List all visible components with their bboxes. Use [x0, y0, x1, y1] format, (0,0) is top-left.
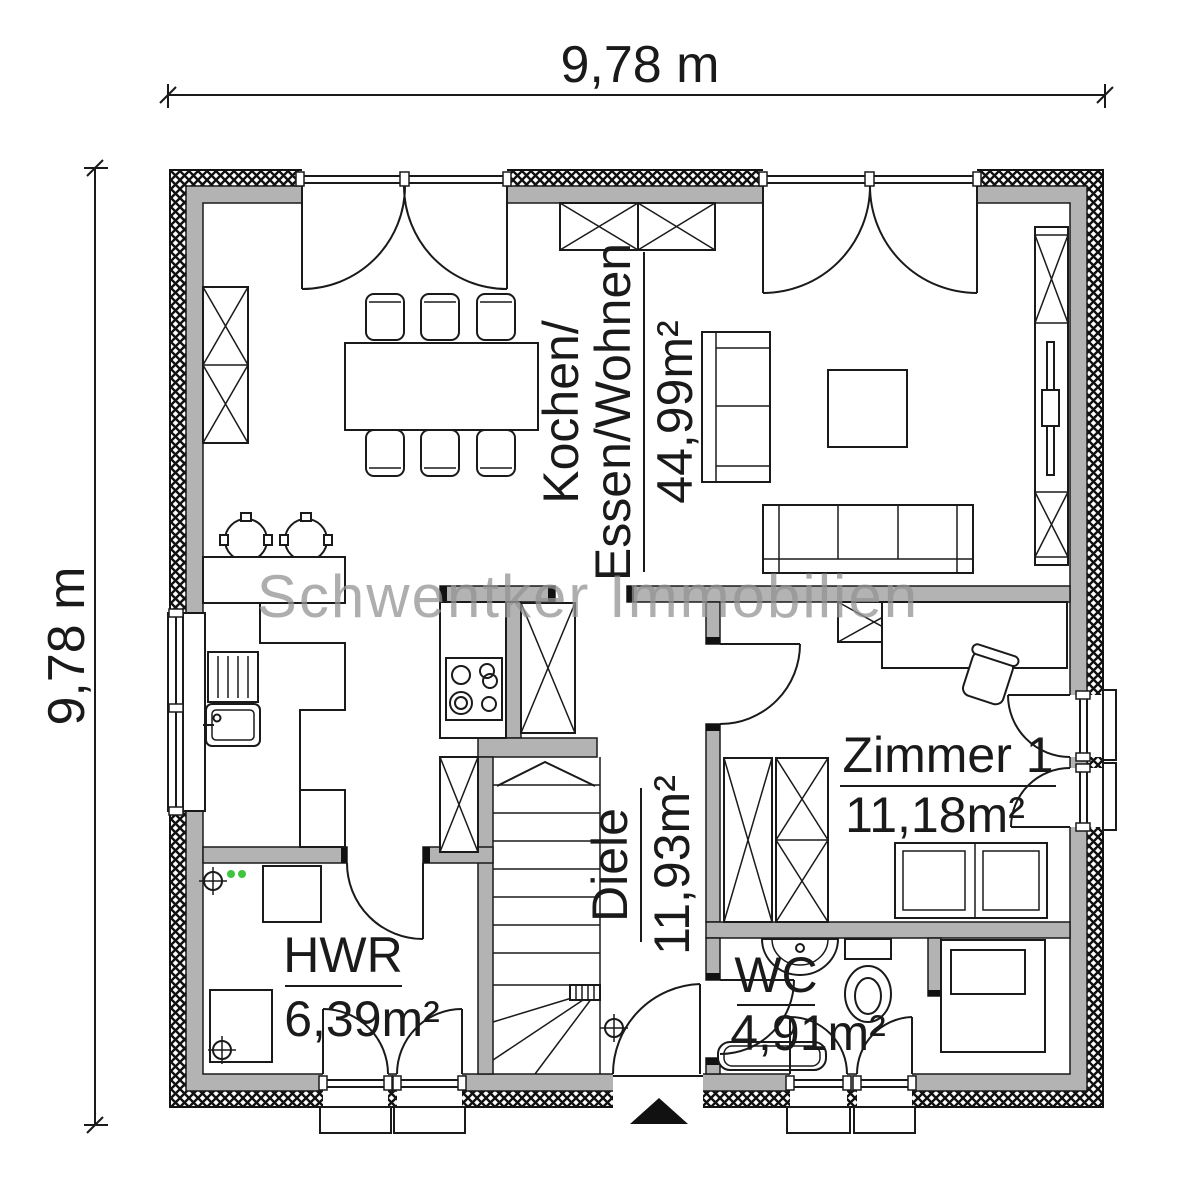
room-name: Essen/Wohnen — [585, 243, 641, 581]
room-label-diele: Diele 11,93m² — [582, 775, 700, 955]
wc-window-2 — [852, 1016, 917, 1134]
room-name: HWR — [283, 927, 402, 983]
cabinet-tall — [202, 286, 249, 444]
hwr-window-1 — [318, 1008, 393, 1134]
drain-icon — [199, 867, 246, 895]
loveseat — [701, 331, 771, 483]
dimension-top: 9,78 m — [159, 36, 1114, 108]
room-area: 11,93m² — [644, 775, 700, 955]
furniture-dining — [202, 286, 539, 562]
room-area: 44,99m² — [647, 320, 703, 503]
room-label-hwr: HWR 6,39m² — [283, 927, 440, 1047]
kitchen-oven — [299, 789, 346, 848]
drain-icon-diele — [600, 1014, 628, 1042]
zimmer1-window-2 — [1010, 762, 1117, 832]
dimension-left: 9,78 m — [38, 159, 108, 1134]
coffee-table — [827, 369, 908, 448]
entrance-arrow-icon — [630, 1098, 688, 1124]
wc-sink — [760, 938, 840, 976]
room-label-kochen-essen-wohnen: Kochen/ Essen/Wohnen 44,99m² — [533, 243, 703, 581]
zimmer1-window-1 — [1007, 689, 1117, 762]
room-name: Kochen/ — [533, 320, 589, 504]
kitchen-window — [167, 608, 206, 816]
room-label-zimmer1: Zimmer 1 11,18m² — [840, 727, 1056, 843]
kitchen-drainer — [207, 651, 259, 703]
dining-table — [344, 342, 539, 431]
hwr-window-2 — [392, 1008, 467, 1134]
kitchen-wall-cabinets — [559, 202, 716, 251]
wc-shower — [940, 939, 1046, 1053]
wc-window-1 — [785, 1016, 852, 1134]
hwr-appliance-top — [262, 865, 322, 923]
french-door-left — [295, 171, 512, 290]
kitchen-stove — [445, 657, 503, 721]
stair-direction-arrow — [496, 760, 596, 787]
fixtures-wc — [717, 938, 1046, 1071]
french-door-right — [758, 171, 982, 294]
interior-walls — [202, 585, 1071, 1075]
drain-icon — [208, 1036, 236, 1064]
room-name: Diele — [582, 808, 638, 922]
room-area: 11,18m² — [845, 787, 1025, 843]
furniture-zimmer1 — [723, 601, 1068, 923]
desk-chair — [962, 643, 1020, 706]
bed — [894, 842, 1048, 919]
zimmer1-door — [719, 643, 801, 725]
kitchen-sink — [203, 703, 261, 747]
hwr-door — [346, 862, 424, 940]
kitchen-base-cabinet — [439, 756, 479, 853]
room-area: 4,91m² — [730, 1005, 886, 1061]
stair-newel-post — [569, 984, 601, 1001]
kitchen-tall-cabinet — [520, 602, 576, 734]
room-area: 6,39m² — [284, 991, 440, 1047]
wardrobe-2 — [775, 757, 829, 923]
staircase — [492, 757, 601, 1075]
room-name: Zimmer 1 — [842, 727, 1053, 783]
dimension-left-label: 9,78 m — [38, 567, 96, 726]
room-name: WC — [734, 947, 817, 1003]
dining-chairs — [365, 293, 516, 477]
dimension-top-label: 9,78 m — [561, 36, 720, 94]
room-label-wc: WC 4,91m² — [730, 947, 886, 1061]
wc-toilet — [844, 938, 892, 1023]
kitchen-bar-counter — [202, 556, 346, 604]
furniture-living — [701, 226, 1069, 574]
wardrobe-1 — [723, 757, 773, 923]
sofa — [762, 504, 974, 574]
front-door — [612, 983, 703, 1077]
doors — [346, 643, 801, 1077]
wc-door — [719, 979, 795, 1055]
room-labels: Kochen/ Essen/Wohnen 44,99m² Diele 11,93… — [283, 243, 1056, 1061]
fixtures-hwr — [199, 865, 322, 1064]
furniture-kitchen — [202, 202, 716, 853]
wall-end-caps — [341, 586, 941, 1065]
windows — [167, 171, 1117, 1134]
watermark: Schwentker Immobilien — [257, 563, 919, 630]
tv-wall-unit — [1034, 226, 1069, 566]
hwr-washer — [209, 989, 273, 1063]
